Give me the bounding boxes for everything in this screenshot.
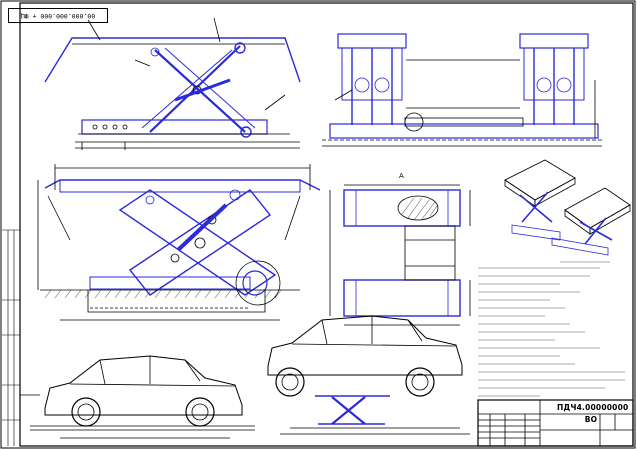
- lift-end-view: [322, 33, 602, 147]
- car-on-lift-view: [267, 315, 470, 435]
- technical-notes: [478, 261, 625, 397]
- left-binding-strip: [2, 229, 20, 446]
- lift-side-view-top: [44, 17, 301, 150]
- car-side-view-ground: [20, 355, 255, 439]
- title-block: [477, 399, 634, 447]
- inner-frame: [19, 2, 634, 447]
- lift-isometric-view: [504, 159, 631, 256]
- lift-side-view-main: [37, 164, 321, 321]
- view-label: А: [399, 172, 404, 180]
- lift-plan-view: [329, 184, 471, 326]
- drawing-designation: ПДЧ4.00000000 ВО: [557, 403, 629, 424]
- top-left-stamp: 00.000.000.000 + ФЦ: [8, 8, 108, 23]
